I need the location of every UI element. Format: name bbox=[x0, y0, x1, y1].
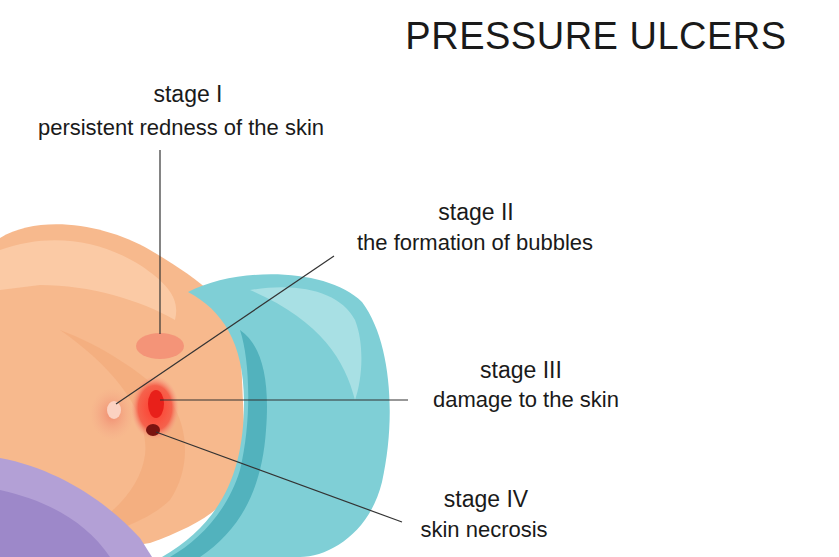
pillow-highlight bbox=[250, 287, 361, 400]
leader-line bbox=[160, 399, 408, 400]
stage-label: stage III bbox=[480, 358, 562, 383]
stage-4-necrosis bbox=[146, 424, 160, 436]
blanket-fold bbox=[0, 490, 110, 557]
stage-description: damage to the skin bbox=[433, 388, 619, 412]
pillow bbox=[162, 274, 390, 557]
diagram-title: PRESSURE ULCERS bbox=[405, 16, 786, 58]
stage-1-redness bbox=[136, 333, 184, 359]
pillow-edge bbox=[170, 330, 267, 557]
leader-line bbox=[159, 150, 160, 334]
head-highlight bbox=[0, 240, 176, 320]
stage-description: the formation of bubbles bbox=[357, 231, 593, 255]
stage-3-wound bbox=[148, 390, 164, 418]
stage-description: persistent redness of the skin bbox=[38, 116, 324, 140]
stage-2-bubble bbox=[107, 401, 121, 419]
stage-description: skin necrosis bbox=[420, 518, 547, 542]
stage-3-spot bbox=[131, 376, 179, 440]
leader-line bbox=[116, 256, 334, 404]
stage-label: stage II bbox=[438, 200, 513, 225]
blanket bbox=[0, 458, 152, 557]
stage-label: stage I bbox=[153, 82, 222, 107]
stage-label: stage IV bbox=[444, 487, 528, 512]
head-skin bbox=[0, 224, 246, 557]
leader-line bbox=[156, 432, 402, 522]
